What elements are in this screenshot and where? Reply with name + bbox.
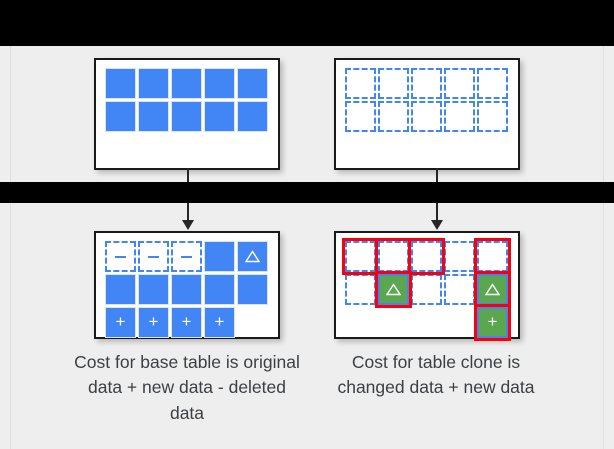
cell [444,68,475,99]
base-table-original-card [94,58,280,170]
cell-blank [378,307,409,338]
base-table-original-grid [105,68,268,132]
cell [204,101,235,132]
minus-icon [148,255,159,258]
cell [138,101,169,132]
cell [237,101,268,132]
clone-table-final-card: + [334,231,520,341]
cell [345,101,376,132]
cell [237,68,268,99]
arrow-head-icon [182,220,194,230]
cell [477,101,508,132]
cell [411,101,442,132]
cell-deleted [105,241,136,272]
clone-table-original-grid [345,68,508,132]
cell-changed [474,271,511,308]
base-table-caption: Cost for base table is original data + n… [74,352,300,423]
plus-icon: + [487,312,498,331]
base-table-final-grid: + + + + [105,241,268,338]
cell [378,101,409,132]
cell-blank [237,307,268,338]
cell [105,274,136,305]
cell-referenced [342,238,379,275]
cell [204,68,235,99]
cell-referenced [411,274,442,305]
cell-referenced [375,238,412,275]
cell [138,68,169,99]
cell [477,68,508,99]
guide-line-right [603,46,604,182]
cell [378,68,409,99]
triangle-delta-icon [245,250,260,263]
plus-icon: + [148,312,159,331]
clone-table-final-grid: + [342,238,511,341]
cell [105,68,136,99]
cell-new: + [474,304,511,341]
cell-new: + [171,307,202,338]
plus-icon: + [115,312,126,331]
clone-table-original-card [334,58,520,170]
cell [204,274,235,305]
clone-table-caption: Cost for table clone is changed data + n… [337,352,535,398]
cell-new: + [105,307,136,338]
base-table-final-card: + + + + [94,231,280,339]
cell [171,274,202,305]
cell-deleted [171,241,202,272]
cell-new: + [204,307,235,338]
arrow-head-icon [431,220,443,230]
top-black-band [0,0,614,46]
cell [345,68,376,99]
cell [105,101,136,132]
minus-icon [115,255,126,258]
middle-black-band [0,182,614,203]
cell-referenced [444,274,475,305]
cell [411,68,442,99]
triangle-delta-icon [485,283,500,296]
cell-referenced [345,274,376,305]
cell [444,101,475,132]
triangle-delta-icon [386,283,401,296]
cell-changed [375,271,412,308]
guide-line-left-2 [10,203,11,449]
cell [204,241,235,272]
cell [171,68,202,99]
cell-deleted [138,241,169,272]
cell-blank [345,307,376,338]
guide-line-left [10,46,11,182]
cell-changed [237,241,268,272]
cell-blank [411,307,442,338]
cell-referenced [444,241,475,272]
cell-blank [444,307,475,338]
guide-line-right-2 [603,203,604,449]
minus-icon [181,255,192,258]
cell [138,274,169,305]
cell-referenced [474,238,511,275]
cell [237,274,268,305]
cell [171,101,202,132]
plus-icon: + [214,312,225,331]
cell-referenced [408,238,445,275]
cell-new: + [138,307,169,338]
plus-icon: + [181,312,192,331]
